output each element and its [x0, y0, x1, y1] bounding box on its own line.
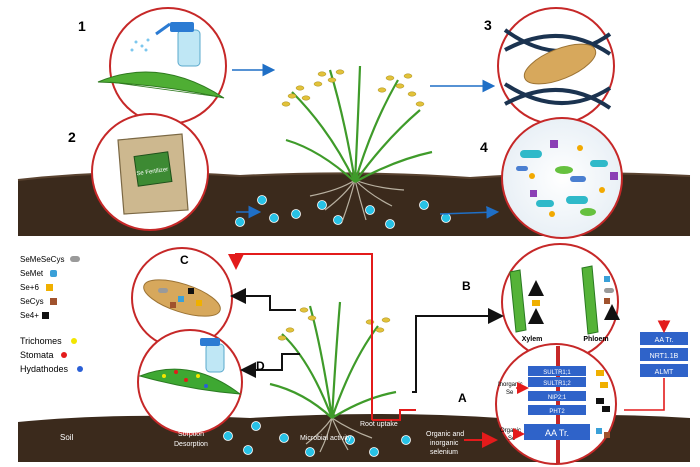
legend-label-semet: SeMet [20, 269, 44, 278]
panel-number-3: 3 [484, 17, 492, 33]
panel-letter-a: A [458, 391, 467, 405]
legend-swatch-stomata [61, 352, 67, 358]
legend-swatch-secys [50, 298, 57, 305]
inorganic-se-line2: Se [506, 390, 514, 396]
panel-letter-b: B [462, 279, 471, 293]
top-arrows [232, 63, 500, 219]
bag-label: Se Fertilizer [136, 167, 169, 177]
desorption-label: Desorption [174, 441, 208, 448]
circle-fertilizer-bag: Se Fertilizer [91, 113, 209, 231]
soil-selenium-particles-top [235, 195, 451, 229]
transporter-sultr1-2: SULTR1;2 [543, 381, 571, 387]
legend-label-hydathodes: Hydathodes [20, 364, 69, 374]
transporter-aa: AA Tr. [545, 428, 569, 438]
circle-microbes [501, 117, 623, 239]
black-connectors [230, 288, 504, 393]
legend-label-trichomes: Trichomes [20, 336, 62, 346]
transporter-pht2: PHT2 [549, 409, 565, 415]
sorption-label: Sorption [178, 431, 204, 438]
panel-number-1: 1 [78, 18, 86, 34]
red-connectors [228, 253, 498, 448]
circle-a-transporters: SULTR1;1 SULTR1;2 NIP2;1 PHT2 AA Tr. Ino… [495, 343, 617, 465]
side-almt: ALMT [655, 369, 674, 376]
soil-label: Soil [60, 433, 74, 442]
label-xylem: Xylem [522, 336, 543, 343]
organic-inorganic-line2: inorganic [430, 440, 459, 447]
legend-swatch-trichomes [71, 338, 77, 344]
inorganic-se-line1: Inorganic [498, 382, 523, 388]
soil-labels: Soil Sorption Desorption Microbial activ… [60, 421, 464, 456]
soil-selenium-particles-bottom [223, 421, 411, 457]
panel-letter-d: D [256, 359, 265, 373]
transporter-sultr1-1: SULTR1;1 [543, 370, 571, 376]
legend-label-semesecys: SeMeSeCys [20, 255, 64, 264]
legend-label-se6: Se+6 [20, 283, 39, 292]
organic-inorganic-line1: Organic and [426, 431, 464, 438]
legend-swatch-se4 [42, 312, 49, 319]
legend-swatch-semesecys [70, 256, 80, 262]
legend-swatch-semet [50, 270, 57, 277]
panel-number-4: 4 [480, 139, 488, 155]
label-phloem: Phloem [583, 336, 608, 343]
root-uptake-label: Root uptake [360, 421, 398, 428]
rice-plant-top [281, 65, 433, 223]
rice-plant-bottom [269, 301, 397, 453]
legend: SeMeSeCys SeMet Se+6 SeCys Se4+ Trichome… [20, 255, 83, 374]
panel-letter-c: C [180, 253, 189, 267]
side-aa-tr: AA Tr. [655, 337, 674, 344]
circle-spray-leaf [97, 7, 227, 125]
legend-swatch-hydathodes [77, 366, 83, 372]
circle-b-tissue: Xylem Phloem [501, 243, 620, 361]
side-transporter-stack: AA Tr. NRT1.1B ALMT [624, 320, 688, 411]
legend-swatch-se6 [46, 284, 53, 291]
circle-d-leaf [137, 329, 243, 435]
organic-se-line1: Organic [500, 428, 521, 434]
legend-label-se4: Se4+ [20, 311, 39, 320]
microbial-activity-label: Microbial activity [300, 435, 352, 442]
transporter-nip2-1: NIP2;1 [548, 395, 567, 401]
legend-label-secys: SeCys [20, 297, 44, 306]
organic-inorganic-line3: selenium [430, 449, 458, 456]
organic-se-line2: Se [508, 436, 516, 442]
side-nrt1-1b: NRT1.1B [650, 353, 679, 360]
circle-dna-grain [497, 7, 615, 125]
panel-number-2: 2 [68, 129, 76, 145]
legend-label-stomata: Stomata [20, 350, 54, 360]
